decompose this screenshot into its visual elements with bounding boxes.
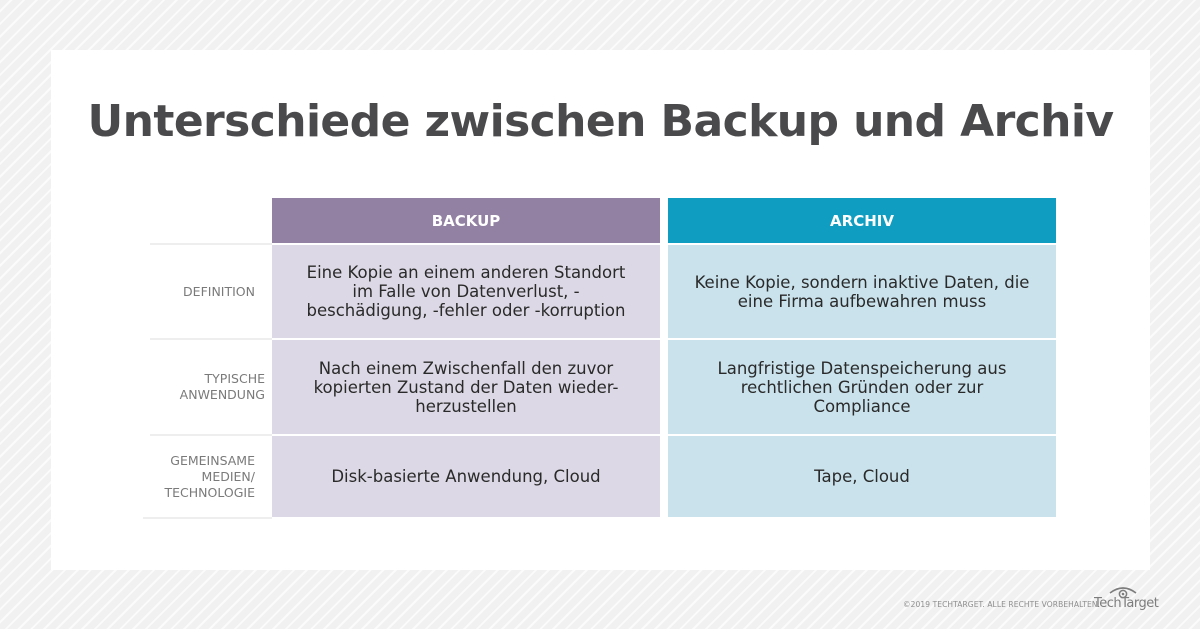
column-header-backup: BACKUP xyxy=(272,198,660,243)
row-divider xyxy=(150,243,272,245)
cell-archiv-definition: Keine Kopie, sondern inaktive Daten, die… xyxy=(668,245,1056,338)
copyright-text: ©2019 TECHTARGET. ALLE RECHTE VORBEHALTE… xyxy=(903,600,1101,609)
row-label-typische-anwendung: TYPISCHE ANWENDUNG xyxy=(179,371,265,402)
page-title: Unterschiede zwischen Backup und Archiv xyxy=(87,96,1115,147)
techtarget-logo: TechTarget xyxy=(1094,585,1159,615)
column-header-archiv: ARCHIV xyxy=(668,198,1056,243)
cell-backup-definition: Eine Kopie an einem anderen Standort im … xyxy=(272,245,660,338)
row-divider xyxy=(150,434,272,436)
infographic-card: Unterschiede zwischen Backup und Archiv … xyxy=(51,50,1150,570)
row-label-medien-technologie: GEMEINSAME MEDIEN/ TECHNOLOGIE xyxy=(164,452,255,500)
cell-archiv-medien: Tape, Cloud xyxy=(668,436,1056,517)
cell-archiv-anwendung: Langfristige Datenspeicherung aus rechtl… xyxy=(668,340,1056,434)
logo-text: TechTarget xyxy=(1094,596,1159,611)
row-label-definition: DEFINITION xyxy=(183,283,255,299)
eye-icon xyxy=(1109,587,1137,599)
row-divider xyxy=(150,338,272,340)
cell-backup-anwendung: Nach einem Zwischenfall den zuvor kopier… xyxy=(272,340,660,434)
cell-backup-medien: Disk-basierte Anwendung, Cloud xyxy=(272,436,660,517)
row-divider xyxy=(143,517,272,519)
